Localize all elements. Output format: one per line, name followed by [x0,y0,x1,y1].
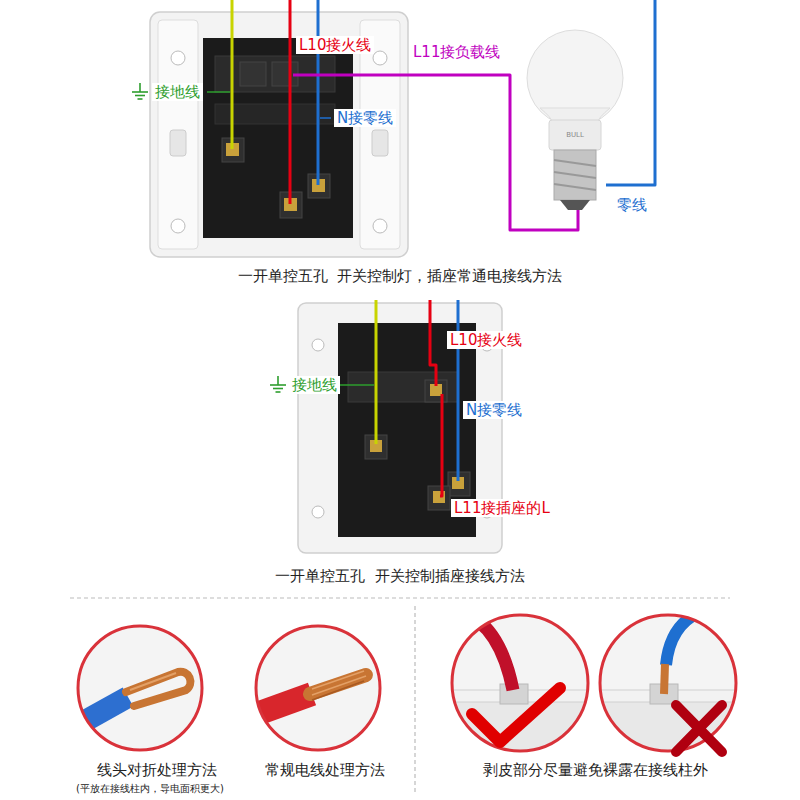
cross-mark [676,705,722,752]
dashed-separator [414,606,415,792]
wire-photo [240,626,380,750]
switch-plate [312,506,324,518]
light-bulb [554,184,596,190]
ground-symbol [138,98,143,100]
switch-plate [171,219,185,233]
light-bulb [554,150,596,200]
dashed-separator [70,597,730,598]
terminal-photo [598,612,748,768]
terminal-photo [452,615,588,751]
ground-symbol [277,376,279,385]
switch-plate [360,20,400,249]
wire-photo [78,626,202,750]
switch-plate [150,12,408,257]
wire [457,300,460,481]
wire [340,384,374,386]
ground-symbol [132,83,148,99]
switch-plate [158,20,198,249]
wire-photo [256,626,380,750]
terminal-photo [450,612,600,768]
wire-photo [312,676,366,695]
light-bulb [527,30,623,126]
brand-mark: BULL [566,131,584,139]
wire [375,300,378,444]
wire-label: L11接负载线 [410,43,503,61]
ground-symbol [139,83,141,92]
wire-photo [240,671,366,720]
wire-label: L11接插座的L [451,499,553,517]
wire-label: L10接火线 [447,331,525,349]
caption-text: 一开单控五孔 开关控制插座接线方法 [275,567,525,585]
wire [317,0,320,185]
switch-plate [373,51,387,65]
terminal-photo [450,612,600,768]
ground-symbol [132,91,148,93]
wire [231,0,234,149]
wire [207,91,230,93]
caption-text: 一开单控五孔 开关控制灯，插座常通电接线方法 [238,267,563,285]
wire-label: N接零线 [334,109,396,127]
wire [440,394,442,496]
wire-label: N接零线 [463,401,525,419]
wire-photo [126,672,190,706]
switch-plate [428,486,450,510]
light-bulb [527,30,623,210]
terminal-photo [598,612,748,768]
wire-photo [60,626,202,750]
terminal-photo [600,615,736,751]
wire-photo [240,694,312,720]
wire-label: 零线 [614,196,650,214]
switch-plate [372,130,388,156]
switch-plate [150,12,408,257]
wire [289,0,292,204]
switch-plate [312,339,324,351]
switch-plate [240,62,266,86]
terminal-photo [664,664,665,694]
ground-symbol [273,388,283,390]
wire-photo [256,626,380,750]
ground-symbol [270,384,286,386]
light-bulb [554,160,596,166]
wire [320,117,331,119]
ground-symbol [276,391,281,393]
method-label: 常规电线处理方法 [265,761,385,779]
wire-label: 接地线 [289,376,340,394]
light-bulb [560,200,590,210]
method-label: 剥皮部分尽量避免裸露在接线柱外 [483,761,708,779]
switch-plate [203,38,353,238]
cross-mark [676,705,722,752]
cross-mark [676,705,722,752]
check-mark [472,688,560,742]
wire [340,300,458,496]
wire [207,0,655,230]
note-text: (平放在接线柱内，导电面积更大) [76,783,224,795]
terminal-photo [452,615,588,751]
light-bulb [549,120,601,150]
ground-symbol [270,376,286,392]
wire-label: L10接火线 [296,36,374,54]
wire-photo [78,626,202,750]
wire [430,300,436,386]
switch-plate [170,130,186,156]
ground-symbol [135,95,145,97]
switch-plate [171,51,185,65]
method-label: 线头对折处理方法 [97,761,217,779]
wire-photo [312,681,364,700]
wire-label: 接地线 [152,83,203,101]
light-bulb [554,172,596,178]
wire-photo [130,673,176,690]
switch-plate [373,219,387,233]
